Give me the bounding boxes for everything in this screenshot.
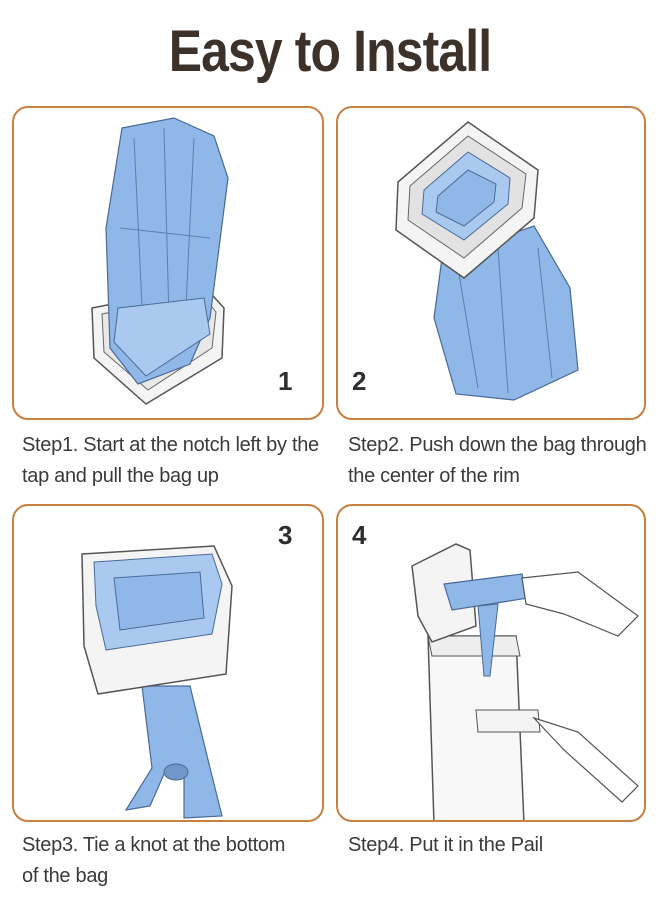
caption-line: Step2. Push down the bag through bbox=[348, 434, 647, 456]
step-2-panel: 2 bbox=[336, 106, 646, 420]
step-1-caption: Step1. Start at the notch left by the ta… bbox=[22, 430, 322, 492]
step-3-panel: 3 bbox=[12, 504, 324, 822]
caption-line: tap and pull the bag up bbox=[22, 465, 219, 487]
step-2-caption: Step2. Push down the bag through the cen… bbox=[348, 430, 648, 492]
step-3-caption: Step3. Tie a knot at the bottom of the b… bbox=[22, 830, 322, 892]
page-title: Easy to Install bbox=[168, 19, 492, 84]
step-number: 3 bbox=[278, 520, 293, 550]
caption-line: of the bag bbox=[22, 865, 108, 887]
bag-pushed-through-rim-icon bbox=[395, 121, 579, 401]
caption-line: Step1. Start at the notch left by the bbox=[22, 434, 319, 456]
caption-line: Step3. Tie a knot at the bottom bbox=[22, 834, 286, 856]
pail-insert-icon bbox=[411, 543, 639, 820]
step-4-caption: Step4. Put it in the Pail bbox=[348, 830, 648, 861]
caption-line: Step4. Put it in the Pail bbox=[348, 834, 543, 856]
step-number: 4 bbox=[352, 520, 367, 550]
step-number: 1 bbox=[278, 366, 293, 396]
caption-line: the center of the rim bbox=[348, 465, 520, 487]
step-4-panel: 4 bbox=[336, 504, 646, 822]
step-number: 2 bbox=[352, 366, 367, 396]
bag-pulled-up-icon bbox=[91, 117, 229, 405]
step-1-panel: 1 bbox=[12, 106, 324, 420]
bag-knotted-icon bbox=[81, 545, 233, 819]
